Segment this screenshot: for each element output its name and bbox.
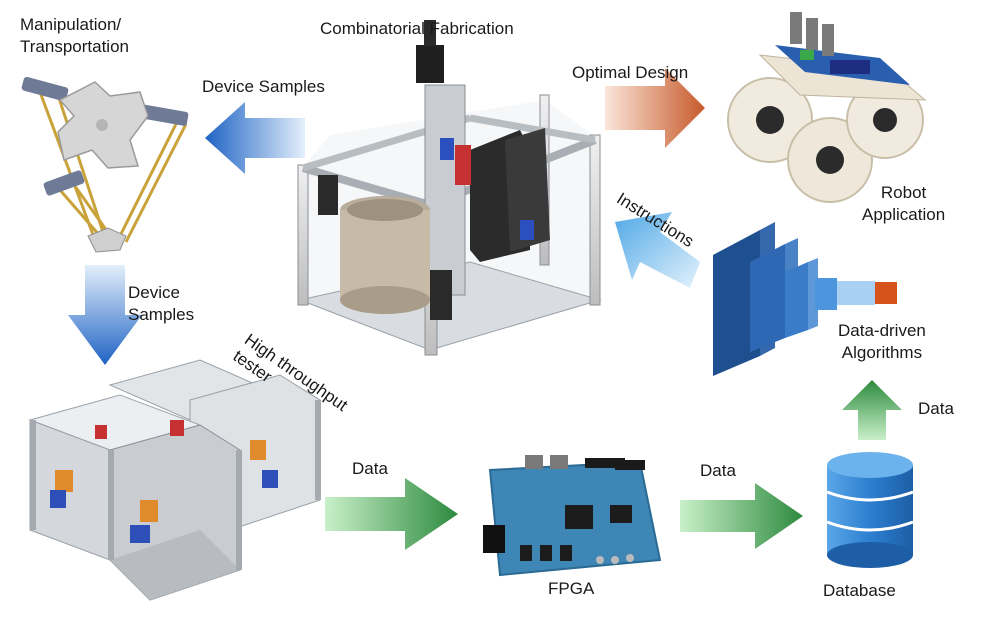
label-data-middle: Data bbox=[700, 461, 736, 480]
arrow-optimal-design bbox=[605, 68, 705, 148]
label-device-samples-left-line1: Device bbox=[128, 283, 180, 302]
label-robot-application-line2: Application bbox=[862, 205, 946, 224]
label-database: Database bbox=[823, 581, 896, 600]
arrow-data-tester-to-fpga bbox=[325, 478, 458, 550]
label-device-samples-left: Device Samples bbox=[128, 282, 194, 326]
label-combinatorial-fabrication: Combinatorial Fabrication bbox=[320, 19, 514, 38]
neural-network-icon bbox=[713, 222, 897, 376]
arrow-device-samples-down bbox=[68, 265, 142, 365]
label-data-left: Data bbox=[352, 459, 388, 478]
label-manipulation-line1: Manipulation/ bbox=[20, 15, 122, 34]
label-data-driven-algorithms: Data-driven Algorithms bbox=[838, 320, 926, 364]
tester-image bbox=[28, 359, 321, 601]
arrow-data-up bbox=[842, 380, 902, 440]
arrow-instructions bbox=[615, 212, 700, 288]
label-data-driven-line1: Data-driven bbox=[838, 321, 926, 340]
label-device-samples-left-line2: Samples bbox=[128, 305, 195, 324]
arrow-device-samples-left bbox=[205, 102, 305, 174]
database-icon bbox=[826, 452, 914, 568]
label-device-samples-top: Device Samples bbox=[202, 77, 325, 96]
label-optimal-design: Optimal Design bbox=[572, 63, 689, 82]
robot-image bbox=[727, 12, 927, 203]
fabrication-machine-image bbox=[297, 20, 602, 356]
label-robot-application-line1: Robot bbox=[880, 183, 927, 202]
label-fpga: FPGA bbox=[548, 579, 595, 598]
label-manipulation: Manipulation/ Transportation bbox=[20, 14, 129, 58]
label-data-up: Data bbox=[918, 399, 954, 418]
label-manipulation-line2: Transportation bbox=[20, 37, 129, 56]
fpga-board-image bbox=[483, 455, 662, 577]
arrow-data-fpga-to-database bbox=[680, 483, 803, 549]
delta-robot-image bbox=[21, 76, 189, 253]
label-data-driven-line2: Algorithms bbox=[841, 343, 923, 362]
label-robot-application: Robot Application bbox=[862, 182, 945, 226]
